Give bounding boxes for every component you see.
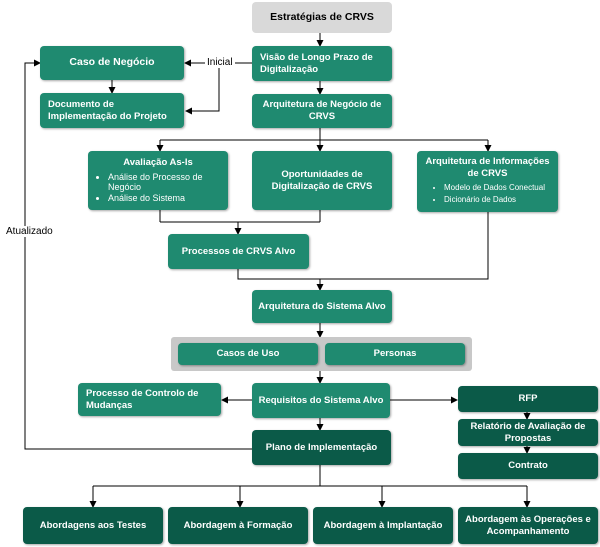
avaliacao-item: Análise do Sistema	[108, 193, 222, 204]
processo-controlo-box: Processo de Controlo de Mudanças	[78, 383, 221, 416]
avaliacao-box: Avaliação As-Is Análise do Processo de N…	[88, 151, 228, 210]
visao-box: Visão de Longo Prazo de Digitalização	[252, 46, 392, 81]
processos-alvo-box: Processos de CRVS Alvo	[168, 234, 309, 269]
implantacao-box: Abordagem à Implantação	[313, 507, 453, 544]
arq-info-list: Modelo de Dados Conectual Dicionário de …	[430, 182, 545, 207]
oportunidades-box: Oportunidades de Digitalização de CRVS	[252, 151, 392, 210]
rfp-box: RFP	[458, 386, 598, 412]
arq-info-title: Arquitetura de Informações de CRVS	[425, 156, 550, 179]
casos-uso-box: Casos de Uso	[178, 343, 318, 365]
estrategias-box: Estratégias de CRVS	[252, 2, 392, 33]
plano-box: Plano de Implementação	[252, 430, 391, 465]
atualizado-label: Atualizado	[4, 226, 55, 237]
avaliacao-item: Análise do Processo de Negócio	[108, 172, 222, 194]
arq-sistema-box: Arquitetura do Sistema Alvo	[252, 290, 392, 323]
arq-negocio-box: Arquitetura de Negócio de CRVS	[252, 94, 392, 128]
avaliacao-title: Avaliação As-Is	[123, 157, 193, 169]
testes-box: Abordagens aos Testes	[23, 507, 163, 544]
formacao-box: Abordagem à Formação	[168, 507, 308, 544]
operacoes-box: Abordagem às Operações e Acompanhamento	[458, 507, 598, 544]
arq-info-item: Modelo de Dados Conectual	[444, 182, 545, 194]
personas-box: Personas	[325, 343, 465, 365]
relatorio-box: Relatório de Avaliação de Propostas	[458, 419, 598, 446]
caso-negocio-box: Caso de Negócio	[40, 46, 184, 80]
documento-box: Documento de Implementação do Projeto	[40, 93, 184, 128]
arq-info-box: Arquitetura de Informações de CRVS Model…	[417, 151, 558, 212]
arq-info-item: Dicionário de Dados	[444, 194, 545, 206]
inicial-label: Inicial	[205, 57, 235, 68]
avaliacao-list: Análise do Processo de Negócio Análise d…	[94, 172, 222, 204]
requisitos-box: Requisitos do Sistema Alvo	[252, 383, 390, 418]
contrato-box: Contrato	[458, 453, 598, 479]
